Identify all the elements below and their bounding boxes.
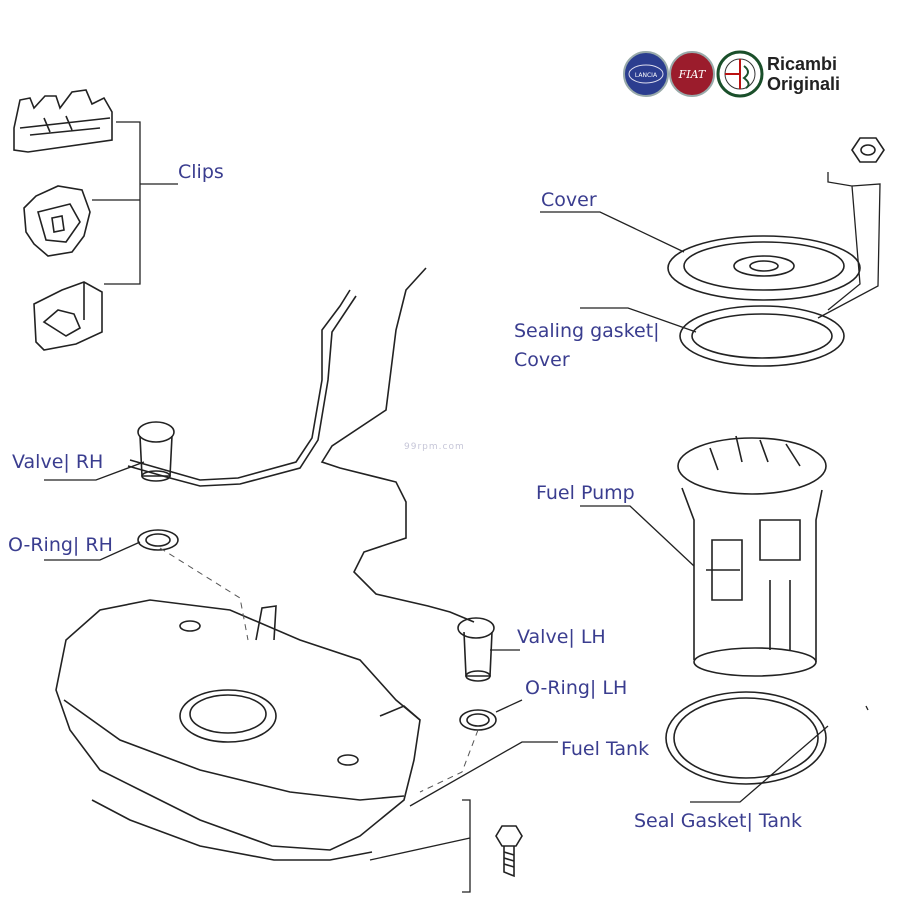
seal-gasket-tank-tick xyxy=(865,705,869,711)
clips-bracket xyxy=(92,121,178,285)
fiat-badge: FIAT xyxy=(669,51,715,97)
brand-line-2: Originali xyxy=(767,74,841,94)
lancia-badge-text: LANCIA xyxy=(635,72,658,79)
nut xyxy=(851,137,885,163)
oring-lh-leader xyxy=(495,699,523,713)
fuel-pump-leader xyxy=(580,505,695,567)
oring-lh-part xyxy=(459,709,497,731)
label-oring-rh: O-Ring| RH xyxy=(8,534,113,556)
cover-leader xyxy=(540,211,685,253)
assembly-line-rh xyxy=(159,547,249,641)
oring-rh-leader xyxy=(44,541,141,561)
valve-rh-leader xyxy=(44,461,145,481)
clip-2 xyxy=(23,185,91,257)
pipe-rh-inner xyxy=(127,295,357,487)
nut-leader xyxy=(817,172,881,319)
brand-line-1: Ricambi xyxy=(767,54,838,74)
label-fuel-tank: Fuel Tank xyxy=(561,738,650,760)
oring-rh-part xyxy=(137,529,179,551)
label-sealing-gasket-cover-2: Cover xyxy=(514,349,570,371)
label-valve-lh: Valve| LH xyxy=(517,626,606,648)
fuel-tank-part xyxy=(55,599,421,861)
assembly-line-lh xyxy=(419,729,479,793)
sealing-gasket-leader xyxy=(580,307,697,333)
sealing-gasket-cover-part xyxy=(679,305,845,367)
clip-1 xyxy=(13,89,113,153)
alfa-romeo-badge xyxy=(716,50,764,98)
label-clips: Clips xyxy=(178,161,224,183)
fiat-badge-text: FIAT xyxy=(678,68,707,81)
pipe-rh xyxy=(129,289,351,481)
fuel-tank-leader xyxy=(409,741,558,807)
seal-gasket-tank-part xyxy=(665,691,827,785)
label-cover: Cover xyxy=(541,189,597,211)
label-valve-rh: Valve| RH xyxy=(12,451,104,473)
clip-3 xyxy=(33,281,103,351)
valve-rh-part xyxy=(137,421,175,482)
watermark: 99rpm.com xyxy=(404,442,465,452)
label-oring-lh: O-Ring| LH xyxy=(525,677,628,699)
label-fuel-pump: Fuel Pump xyxy=(536,482,635,504)
lancia-badge: LANCIA xyxy=(623,51,669,97)
seal-gasket-tank-leader xyxy=(690,725,829,803)
bolt-bracket xyxy=(369,799,471,893)
label-sealing-gasket-cover-1: Sealing gasket| xyxy=(514,320,660,342)
label-seal-gasket-tank: Seal Gasket| Tank xyxy=(634,810,803,832)
pipe-lh xyxy=(320,267,475,623)
fuel-pump-part xyxy=(677,435,827,677)
bolt-part xyxy=(495,825,523,878)
valve-lh-part xyxy=(457,617,495,682)
cover-part xyxy=(667,235,861,301)
